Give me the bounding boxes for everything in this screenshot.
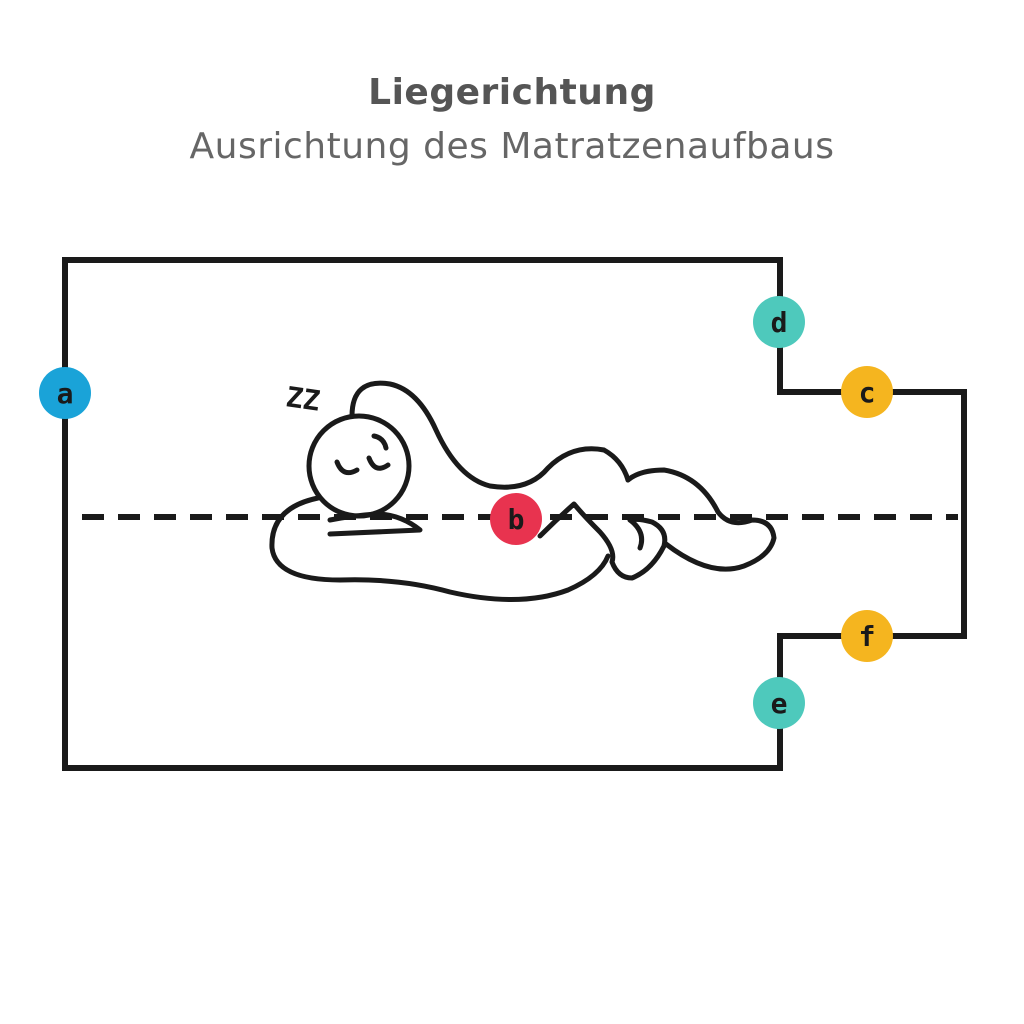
marker-d-circle: [753, 296, 805, 348]
marker-f-circle: [841, 610, 893, 662]
marker-c: c: [841, 366, 893, 418]
legs-icon: [625, 467, 777, 572]
knee-icon: [537, 501, 668, 581]
marker-b-circle: [490, 493, 542, 545]
marker-f-label: f: [859, 620, 876, 653]
marker-c-circle: [841, 366, 893, 418]
marker-e: e: [753, 677, 805, 729]
raised-arm-icon: [349, 380, 631, 490]
marker-e-label: e: [771, 687, 788, 720]
body-icon: [269, 495, 611, 602]
marker-a-circle: [39, 367, 91, 419]
head-icon: [306, 413, 412, 519]
marker-c-label: c: [859, 376, 876, 409]
closed-eye-icon: [334, 459, 360, 476]
marker-d-label: d: [771, 306, 788, 339]
snore-zz-text: ZZ: [284, 380, 322, 417]
diagram-title: Liegerichtung: [368, 72, 656, 113]
sleeping-person-icon: [269, 380, 777, 602]
marker-d: d: [753, 296, 805, 348]
marker-e-circle: [753, 677, 805, 729]
foot-icon: [627, 517, 645, 551]
closed-eye-icon: [366, 455, 391, 471]
marker-b-label: b: [508, 503, 525, 536]
diagram-subtitle: Ausrichtung des Matratzenaufbaus: [189, 126, 835, 167]
marker-a-label: a: [57, 377, 74, 410]
marker-b: b: [490, 493, 542, 545]
marker-a: a: [39, 367, 91, 419]
marker-f: f: [841, 610, 893, 662]
lower-arm-icon: [327, 511, 423, 537]
hair-curl-icon: [371, 433, 389, 451]
